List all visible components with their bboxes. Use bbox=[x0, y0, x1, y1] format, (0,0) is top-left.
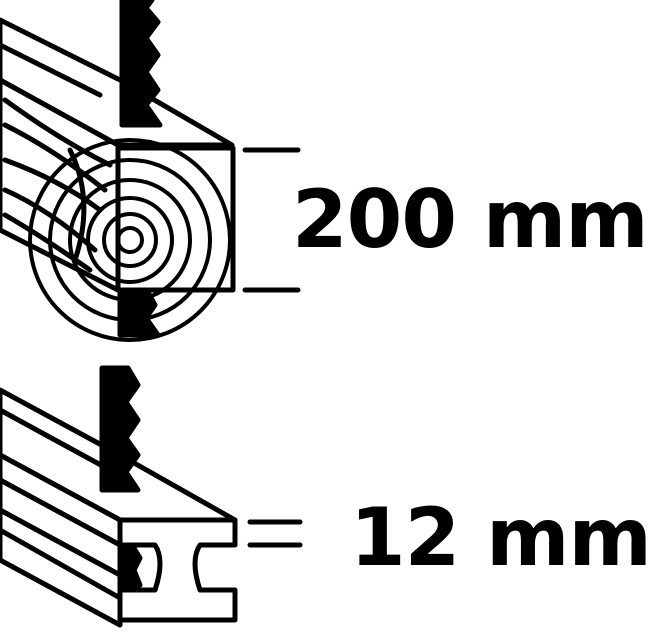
wood-beam bbox=[0, 17, 236, 342]
saw-blade-metal bbox=[99, 365, 143, 588]
saw-blade-metal-upper bbox=[99, 365, 141, 493]
wood-beam-top bbox=[0, 17, 235, 148]
saw-blade-wood-upper bbox=[119, 0, 163, 128]
wood-capacity-label: 200 mm bbox=[292, 173, 649, 266]
metal-dimension-ticks bbox=[247, 519, 303, 548]
wood-dimension-ticks bbox=[242, 147, 301, 293]
metal-capacity-label: 12 mm bbox=[350, 491, 652, 584]
wood-grain-side bbox=[2, 97, 113, 273]
metal-bottom-side bbox=[0, 507, 123, 628]
metal-i-profile bbox=[117, 517, 238, 623]
saw-blade-metal-lower bbox=[117, 542, 143, 588]
wood-end-face bbox=[115, 145, 236, 293]
saw-blade-wood-lower bbox=[117, 289, 161, 338]
saw-blade-wood bbox=[117, 0, 163, 338]
